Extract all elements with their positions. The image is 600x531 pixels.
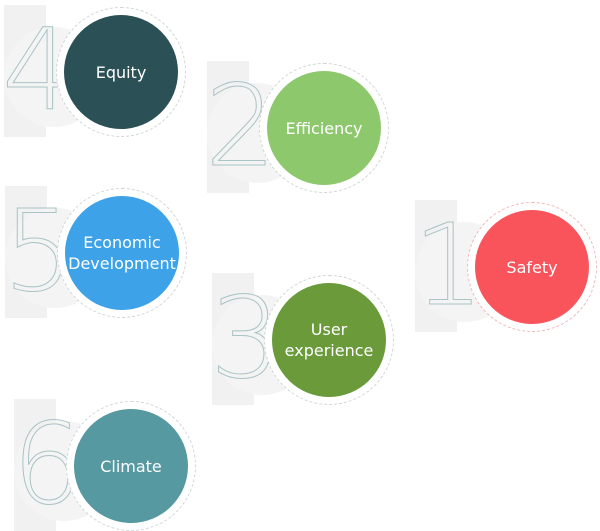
item-circle: Efficiency <box>267 71 381 185</box>
item-equity: 4 Equity <box>1 5 204 145</box>
item-user-experience: 3 User experience <box>209 273 412 413</box>
item-safety: 1 Safety <box>412 200 600 340</box>
item-economic-development: 5 Economic Development <box>2 186 205 326</box>
item-climate: 6 Climate <box>11 399 214 531</box>
item-circle: Economic Development <box>65 196 179 310</box>
item-efficiency: 2 Efficiency <box>204 61 407 201</box>
item-circle: Safety <box>475 210 589 324</box>
item-circle: Climate <box>74 409 188 523</box>
item-circle: User experience <box>272 283 386 397</box>
item-circle: Equity <box>64 15 178 129</box>
